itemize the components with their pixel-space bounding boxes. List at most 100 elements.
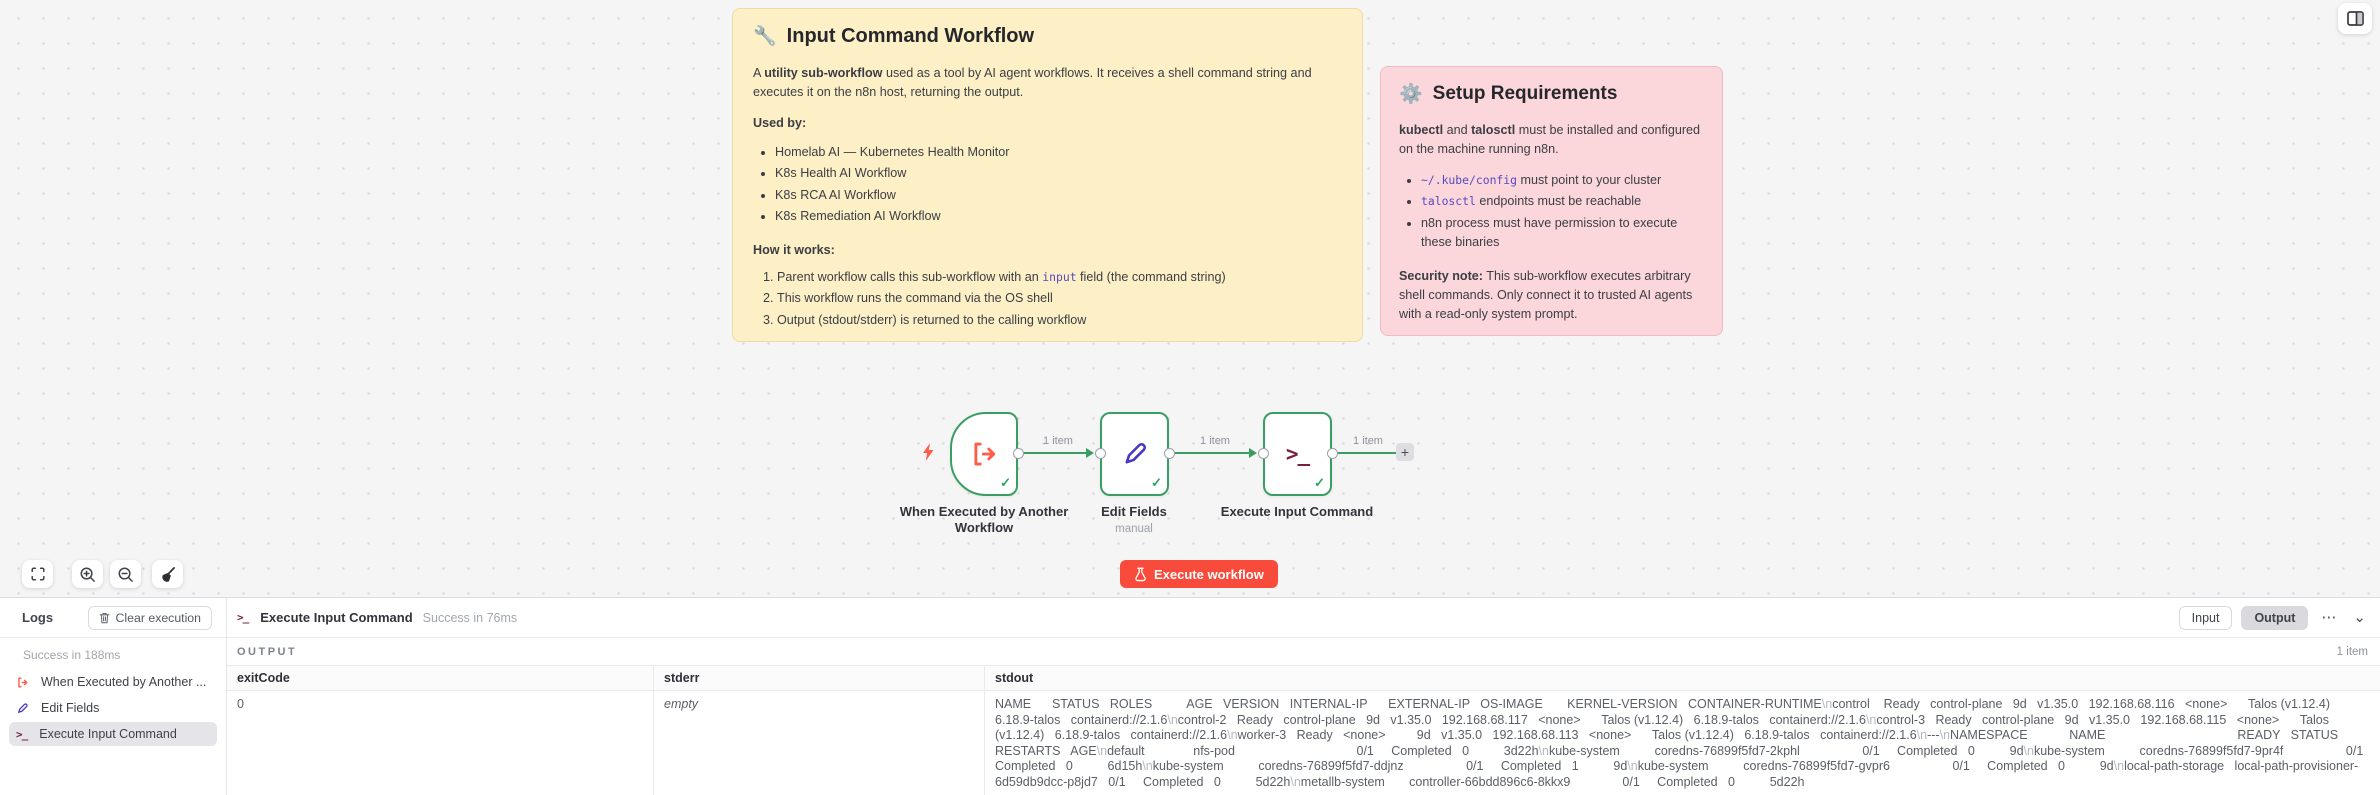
edit-pen-icon [1121, 440, 1149, 468]
success-check-icon: ✓ [1151, 475, 1162, 490]
logs-detail: >_ Execute Input Command Success in 76ms… [227, 598, 2380, 795]
connection-arrow-icon [1249, 448, 1257, 458]
output-label: OUTPUT [237, 645, 298, 658]
lightning-icon [921, 443, 935, 461]
terminal-icon: >_ [16, 727, 28, 741]
list-item: Output (stdout/stderr) is returned to th… [777, 311, 1342, 331]
output-port[interactable] [1164, 448, 1175, 459]
logs-title: Logs [22, 610, 54, 625]
connection-arrow-icon [1086, 448, 1094, 458]
list-item: n8n process must have permission to exec… [1421, 214, 1704, 253]
column-header-stdout: stdout [984, 666, 2380, 690]
how-it-works-label: How it works: [753, 242, 835, 257]
connection-items-label: 1 item [1043, 435, 1073, 447]
logs-panel: Logs Clear execution Success in 188ms Wh… [0, 597, 2380, 795]
connection-items-label: 1 item [1353, 435, 1383, 447]
table-header-row: exitCode stderr stdout [227, 665, 2380, 691]
output-items-count: 1 item [2336, 645, 2368, 658]
add-node-button[interactable]: + [1396, 443, 1414, 461]
execute-workflow-button[interactable]: Execute workflow [1120, 560, 1278, 588]
setup-intro: kubectl and talosctl must be installed a… [1399, 123, 1701, 156]
list-item: K8s RCA AI Workflow [775, 186, 1342, 206]
sticky-intro: A utility sub-workflow used as a tool by… [753, 66, 1312, 99]
output-table: exitCode stderr stdout 0 empty NAME STAT… [227, 665, 2380, 795]
zoom-out-button[interactable] [110, 560, 141, 588]
node-edit-fields[interactable]: ✓ [1100, 412, 1169, 496]
input-port[interactable] [1095, 448, 1106, 459]
list-item: This workflow runs the command via the O… [777, 289, 1342, 309]
log-item-label: Execute Input Command [39, 727, 177, 741]
connection-line[interactable] [1022, 452, 1088, 454]
sticky-title: 🔧 Input Command Workflow [753, 25, 1035, 47]
wrench-icon: 🔧 [753, 26, 777, 47]
input-port[interactable] [1258, 448, 1269, 459]
panel-toggle-button[interactable] [2338, 3, 2372, 34]
zoom-in-icon [79, 566, 96, 583]
detail-node-status: Success in 76ms [422, 610, 518, 625]
workflow-trigger-icon [969, 439, 999, 469]
output-port[interactable] [1327, 448, 1338, 459]
connection-line[interactable] [1173, 452, 1249, 454]
edit-pen-icon [16, 702, 29, 715]
log-item-label: When Executed by Another ... [41, 675, 207, 689]
sticky-note-setup[interactable]: ⚙️ Setup Requirements kubectl and talosc… [1380, 66, 1723, 336]
broom-icon [159, 566, 176, 583]
output-port[interactable] [1013, 448, 1024, 459]
how-it-works-list: Parent workflow calls this sub-workflow … [753, 268, 1342, 331]
flask-icon [1134, 567, 1147, 582]
terminal-icon: >_ [1285, 442, 1310, 466]
logs-detail-header: >_ Execute Input Command Success in 76ms… [227, 598, 2380, 638]
cell-stdout: NAME STATUS ROLES AGE VERSION INTERNAL-I… [984, 691, 2380, 795]
logs-sidebar-header: Logs Clear execution [0, 598, 226, 638]
cell-stderr: empty [653, 691, 984, 795]
list-item: talosctl endpoints must be reachable [1421, 192, 1704, 212]
used-by-list: Homelab AI — Kubernetes Health Monitor K… [753, 143, 1342, 227]
column-header-exitcode: exitCode [237, 671, 290, 685]
tidy-up-button[interactable] [152, 560, 183, 588]
workflow-canvas[interactable]: 🔧 Input Command Workflow A utility sub-w… [0, 0, 2380, 597]
more-options-icon[interactable]: ⋯ [2317, 610, 2340, 625]
log-item-when-executed[interactable]: When Executed by Another ... [9, 670, 217, 694]
clear-execution-button[interactable]: Clear execution [87, 605, 212, 630]
input-tab-button[interactable]: Input [2178, 605, 2233, 630]
setup-list: ~/.kube/config must point to your cluste… [1399, 171, 1704, 253]
fit-view-button[interactable] [22, 560, 53, 588]
log-item-execute-input-command[interactable]: >_ Execute Input Command [9, 722, 217, 746]
split-panel-icon [2346, 11, 2364, 26]
column-header-stderr: stderr [653, 666, 984, 690]
zoom-out-icon [117, 566, 134, 583]
success-check-icon: ✓ [1314, 475, 1325, 490]
gear-icon: ⚙️ [1399, 83, 1423, 105]
security-note: Security note: This sub-workflow execute… [1399, 268, 1693, 321]
used-by-label: Used by: [753, 115, 807, 130]
success-check-icon: ✓ [1000, 475, 1011, 490]
list-item: K8s Health AI Workflow [775, 164, 1342, 184]
connection-items-label: 1 item [1200, 435, 1230, 447]
node-execute-input-command[interactable]: >_ ✓ [1263, 412, 1332, 496]
execution-status: Success in 188ms [23, 648, 121, 662]
node-label: Edit Fields [1101, 504, 1167, 519]
sticky-title: ⚙️ Setup Requirements [1399, 83, 1618, 105]
detail-node-title: Execute Input Command [260, 610, 413, 625]
sticky-note-workflow[interactable]: 🔧 Input Command Workflow A utility sub-w… [732, 8, 1363, 342]
trash-icon [99, 612, 110, 624]
logs-sidebar: Logs Clear execution Success in 188ms Wh… [0, 598, 227, 795]
chevron-down-icon[interactable]: ⌄ [2349, 610, 2370, 625]
output-tab-button[interactable]: Output [2241, 605, 2309, 630]
connection-line[interactable] [1336, 452, 1396, 454]
list-item: Homelab AI — Kubernetes Health Monitor [775, 143, 1342, 163]
log-item-edit-fields[interactable]: Edit Fields [9, 696, 217, 720]
cell-exitcode: 0 [237, 697, 244, 711]
node-subtitle: manual [1115, 523, 1153, 535]
node-label: Execute Input Command [1220, 504, 1374, 519]
output-section-header: OUTPUT 1 item [227, 638, 2380, 665]
list-item: K8s Remediation AI Workflow [775, 207, 1342, 227]
table-row[interactable]: 0 empty NAME STATUS ROLES AGE VERSION IN… [227, 691, 2380, 795]
workflow-trigger-icon [16, 676, 29, 689]
zoom-in-button[interactable] [72, 560, 103, 588]
node-when-executed-by-another-workflow[interactable]: ✓ [950, 412, 1018, 496]
node-label: When Executed by Another Workflow [899, 504, 1069, 536]
log-item-label: Edit Fields [41, 701, 100, 715]
terminal-icon: >_ [237, 611, 249, 624]
